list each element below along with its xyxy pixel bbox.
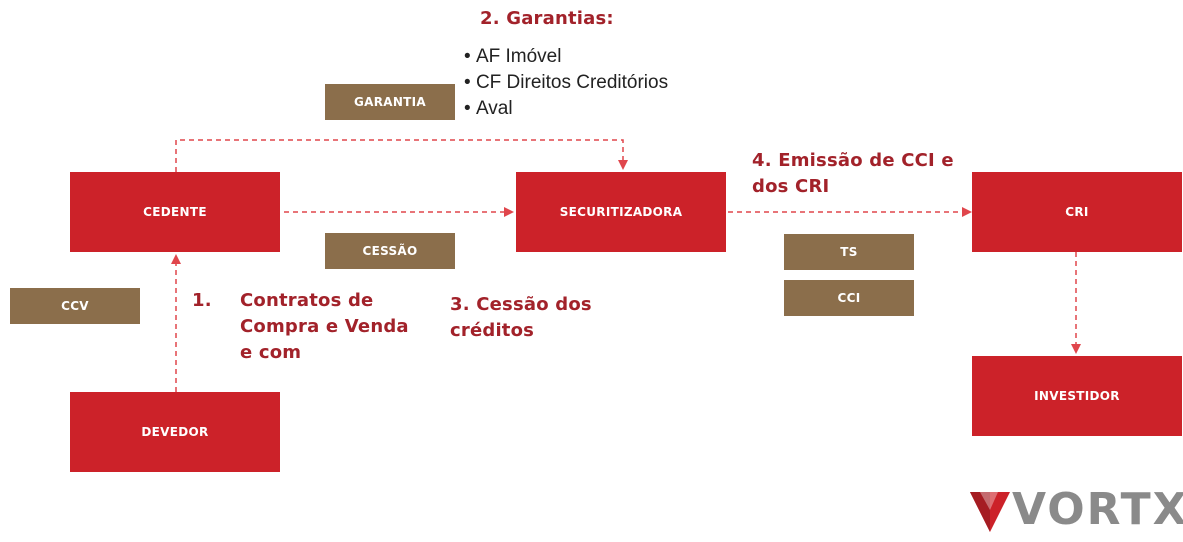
step2-item: Aval	[464, 96, 668, 122]
node-devedor: DEVEDOR	[70, 392, 280, 472]
vortx-wordmark: VORTX	[1012, 484, 1183, 535]
vortx-logo: VORTX	[968, 484, 1183, 536]
vortx-v-icon	[970, 492, 1010, 532]
tag-ts: TS	[784, 234, 914, 270]
node-securitizadora: SECURITIZADORA	[516, 172, 726, 252]
tag-garantia: GARANTIA	[325, 84, 455, 120]
step3-line1: 3. Cessão dos	[450, 294, 592, 315]
step3-text: 3. Cessão dos créditos	[450, 292, 592, 344]
step1-text: Contratos de Compra e Venda e com	[240, 288, 409, 366]
step1-line2: Compra e Venda	[240, 316, 409, 337]
step3-line2: créditos	[450, 320, 535, 341]
step2-item: AF Imóvel	[464, 44, 668, 70]
garantia-arrow	[175, 139, 628, 172]
tag-cci: CCI	[784, 280, 914, 316]
node-cedente: CEDENTE	[70, 172, 280, 252]
tag-cessao: CESSÃO	[325, 233, 455, 269]
step4-text: 4. Emissão de CCI e dos CRI	[752, 148, 954, 200]
step4-line2: dos CRI	[752, 176, 830, 197]
node-cri: CRI	[972, 172, 1182, 252]
step4-line1: 4. Emissão de CCI e	[752, 150, 954, 171]
step1-number: 1.	[192, 290, 212, 311]
step1-line1: Contratos de	[240, 290, 374, 311]
step2-title: 2. Garantias:	[480, 8, 614, 29]
tag-ccv: CCV	[10, 288, 140, 324]
step2-item: CF Direitos Creditórios	[464, 70, 668, 96]
step1-line3: e com	[240, 342, 302, 363]
step2-list: AF Imóvel CF Direitos Creditórios Aval	[464, 44, 668, 122]
node-investidor: INVESTIDOR	[972, 356, 1182, 436]
